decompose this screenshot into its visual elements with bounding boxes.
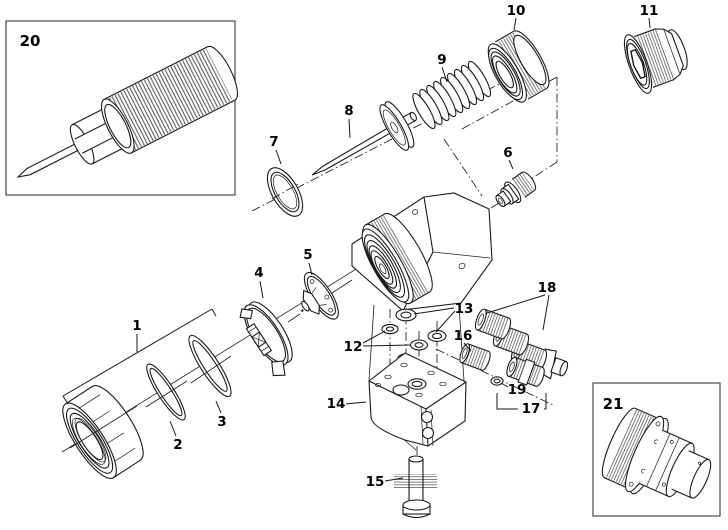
callout-16: 16 [454, 328, 473, 352]
callout-14-label: 14 [327, 396, 346, 412]
fitting-group [459, 308, 569, 387]
washer-12c [409, 339, 429, 351]
callout-10: 10 [507, 3, 526, 31]
washer-12a [381, 323, 399, 335]
callout-3: 3 [215, 400, 227, 430]
inset-box-21 [592, 382, 721, 517]
part-5-fluid-nozzle [301, 271, 339, 320]
callout-20-label: 20 [20, 32, 41, 50]
inset-box-20 [5, 20, 236, 196]
callout-6-label: 6 [503, 145, 512, 161]
callout-4-label: 4 [254, 265, 263, 281]
part-4-air-cap [239, 301, 293, 377]
callout-8: 8 [344, 103, 354, 139]
part-9-spring [412, 60, 492, 130]
fitting-18d [506, 356, 545, 387]
callout-13: 13 [413, 301, 474, 333]
part-6-valve-fitting [495, 171, 537, 208]
axis-segment [287, 313, 301, 323]
callout-7-label: 7 [269, 134, 278, 150]
axis-segment [145, 380, 188, 408]
gun-body-front-collar [361, 212, 433, 305]
callout-11-label: 11 [640, 3, 659, 19]
callout-6: 6 [503, 145, 514, 170]
axis-segment [190, 355, 232, 384]
callout-16-label: 16 [454, 328, 473, 344]
callout-17-label: 17 [522, 401, 541, 417]
callout-9-label: 9 [437, 52, 446, 68]
callout-17: 17 [496, 393, 547, 417]
callout-1-label: 1 [132, 318, 141, 334]
callout-19-label: 19 [508, 382, 527, 398]
part-8-needle [311, 101, 417, 176]
callout-7: 7 [269, 134, 282, 165]
callout-1: 1 [62, 308, 217, 405]
callout-18: 18 [486, 280, 557, 331]
callout-4: 4 [254, 265, 264, 299]
part-3-o-ring [188, 334, 232, 398]
washer-seals [381, 308, 447, 363]
callout-10-label: 10 [507, 3, 526, 19]
part-14-manifold-block [368, 352, 467, 447]
axis-segment [69, 405, 138, 449]
washer-13b [427, 330, 447, 342]
callout-11: 11 [640, 3, 659, 29]
axis-segment [331, 279, 353, 294]
part-1-retaining-ring [62, 385, 144, 479]
part-20-service-tool [16, 45, 238, 178]
callout-5-label: 5 [303, 247, 312, 263]
callout-21-label: 21 [603, 395, 624, 413]
callout-12: 12 [344, 330, 412, 355]
washer-13a [395, 308, 417, 322]
part-10-packing-nut [487, 30, 550, 103]
part-7-o-ring [266, 167, 304, 217]
callout-14: 14 [327, 396, 367, 412]
callout-8-label: 8 [344, 103, 353, 119]
callout-2-label: 2 [173, 437, 182, 453]
part-16-plug [459, 343, 491, 371]
part-15-cap-screw [394, 455, 437, 519]
axis-segment [271, 183, 299, 200]
part-11-plug-assembly [623, 28, 688, 94]
callout-2: 2 [169, 420, 183, 453]
callout-15-label: 15 [366, 474, 385, 490]
callout-13-label: 13 [455, 301, 474, 317]
part-19-nut [490, 376, 504, 386]
callout-3-label: 3 [217, 414, 226, 430]
callout-15: 15 [366, 474, 404, 490]
callout-19: 19 [500, 382, 527, 398]
part-21-assembly [601, 407, 712, 499]
callout-9: 9 [437, 52, 448, 83]
callout-18-label: 18 [538, 280, 557, 296]
part-2-o-ring [146, 363, 186, 421]
fitting-18a [474, 308, 512, 340]
callout-12-label: 12 [344, 339, 363, 355]
callout-5: 5 [303, 247, 313, 276]
